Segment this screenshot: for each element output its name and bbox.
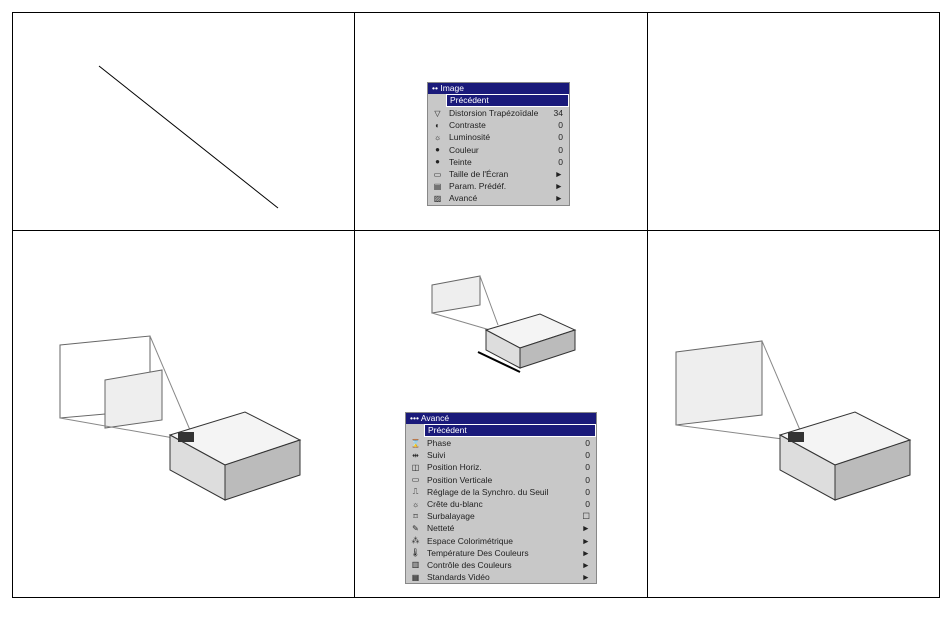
image-menu: •• Image Précédent ▽ Distorsion Trapézoïd… — [427, 82, 570, 206]
menu-item[interactable]: ⌛ Phase 0 — [406, 437, 596, 449]
menu-item[interactable]: ▭ Position Verticale 0 — [406, 474, 596, 486]
menu-item-label: Contraste — [449, 120, 486, 131]
screen-size-icon: ▭ — [433, 169, 442, 179]
menu-title: ••• Avancé — [406, 413, 596, 424]
menu-item-label: Luminosité — [449, 132, 491, 143]
menu-title: •• Image — [428, 83, 569, 94]
projector-illustration-distance — [431, 275, 577, 373]
vertical-position-icon: ▭ — [411, 475, 420, 485]
menu-item-value: ► — [581, 523, 590, 534]
menu-item-value: 0 — [585, 474, 590, 485]
horizontal-position-icon: ◫ — [411, 462, 420, 472]
back-menu-item[interactable]: Précédent — [424, 424, 596, 437]
brightness-icon: ☼ — [433, 132, 442, 142]
keystone-icon: ▽ — [434, 108, 441, 118]
menu-item-value: ► — [581, 535, 590, 546]
menu-item-value: ► — [581, 547, 590, 558]
projector-illustration-large-screen — [59, 335, 302, 501]
menu-item-value: 0 — [585, 486, 590, 497]
menu-item-value: 0 — [585, 438, 590, 449]
menu-item-value: 0 — [558, 120, 563, 131]
menu-item[interactable]: ▦ Standards Vidéo ► — [406, 571, 596, 583]
menu-item[interactable]: ☼ Crête du-blanc 0 — [406, 498, 596, 510]
tracking-icon: ⇹ — [412, 450, 419, 460]
menu-item-label: Distorsion Trapézoïdale — [449, 108, 539, 119]
sharpness-icon: ✎ — [412, 523, 419, 533]
color-space-icon: ⁂ — [411, 536, 420, 546]
menu-item[interactable]: ⁂ Espace Colorimétrique ► — [406, 535, 596, 547]
layout-table — [12, 12, 940, 598]
menu-item-label: Suivi — [427, 450, 446, 461]
menu-item[interactable]: ▤ Param. Prédéf. ► — [428, 180, 569, 192]
menu-item[interactable]: 🌡 Température Des Couleurs ► — [406, 547, 596, 559]
menu-item[interactable]: ● Teinte 0 — [428, 156, 569, 168]
menu-item[interactable]: ⌑ Surbalayage ☐ — [406, 510, 596, 522]
menu-item[interactable]: ▭ Taille de l'Écran ► — [428, 168, 569, 180]
sync-threshold-icon: ⎍ — [412, 487, 419, 497]
advanced-menu: ••• Avancé Précédent ⌛ Phase 0 ⇹ Suivi 0 ◫ Posi… — [405, 412, 597, 585]
menu-item-value: ► — [554, 193, 563, 204]
menu-item-label: Avancé — [449, 193, 478, 204]
menu-item-label: Standards Vidéo — [427, 572, 490, 583]
menu-item-value: ☐ — [582, 510, 590, 521]
menu-item-label: Taille de l'Écran — [449, 169, 509, 180]
menu-item-label: Crête du-blanc — [427, 499, 483, 510]
divider — [354, 13, 355, 597]
menu-item-label: Param. Prédéf. — [449, 181, 507, 192]
menu-item[interactable]: ▽ Distorsion Trapézoïdale 34 — [428, 107, 569, 119]
menu-item-value: ► — [581, 572, 590, 583]
color-temperature-icon: 🌡 — [410, 548, 421, 558]
video-standards-icon: ▦ — [411, 572, 420, 582]
back-menu-item[interactable]: Précédent — [446, 94, 569, 107]
menu-item-label: Réglage de la Synchro. du Seuil — [427, 486, 549, 497]
menu-item-label: Surbalayage — [427, 511, 475, 522]
menu-item-value: 0 — [585, 450, 590, 461]
divider — [13, 230, 939, 231]
menu-item[interactable]: ✎ Netteté ► — [406, 522, 596, 534]
menu-item-label: Netteté — [427, 523, 455, 534]
menu-item[interactable]: ⇹ Suivi 0 — [406, 449, 596, 461]
menu-item[interactable]: ▥ Contrôle des Couleurs ► — [406, 559, 596, 571]
contrast-icon: ◐ — [435, 120, 440, 130]
menu-item-label: Température Des Couleurs — [427, 547, 529, 558]
menu-item-label: Phase — [427, 438, 452, 449]
menu-item-value: 0 — [558, 144, 563, 155]
menu-item[interactable]: ◫ Position Horiz. 0 — [406, 461, 596, 473]
menu-item-label: Espace Colorimétrique — [427, 535, 513, 546]
tint-icon: ● — [435, 157, 440, 167]
menu-item[interactable]: ▨ Avancé ► — [428, 192, 569, 204]
menu-item[interactable]: ☼ Luminosité 0 — [428, 131, 569, 143]
menu-item-label: Contrôle des Couleurs — [427, 559, 512, 570]
menu-item-label: Position Horiz. — [427, 462, 482, 473]
menu-item[interactable]: ● Couleur 0 — [428, 144, 569, 156]
menu-item-value: ► — [554, 181, 563, 192]
menu-item-value: ► — [554, 169, 563, 180]
advanced-icon: ▨ — [433, 193, 442, 203]
menu-item-label: Position Verticale — [427, 474, 493, 485]
menu-item[interactable]: ◐ Contraste 0 — [428, 119, 569, 131]
phase-icon: ⌛ — [410, 438, 421, 448]
menu-item-value: 0 — [558, 132, 563, 143]
menu-item-value: 0 — [585, 499, 590, 510]
white-peak-icon: ☼ — [411, 499, 420, 509]
menu-item-value: ► — [581, 559, 590, 570]
menu-item-value: 34 — [553, 108, 563, 119]
projector-illustration-small-screen — [675, 340, 912, 501]
color-control-icon: ▥ — [411, 560, 420, 570]
menu-item-label: Teinte — [449, 156, 472, 167]
menu-item-value: 0 — [585, 462, 590, 473]
keystone-line — [98, 65, 279, 209]
color-icon: ● — [435, 145, 440, 155]
divider — [647, 13, 648, 597]
move-arrow-icon — [477, 351, 521, 373]
menu-item-value: 0 — [558, 156, 563, 167]
menu-item[interactable]: ⎍ Réglage de la Synchro. du Seuil 0 — [406, 486, 596, 498]
menu-item-label: Couleur — [449, 144, 479, 155]
overscan-icon: ⌑ — [413, 511, 418, 521]
presets-icon: ▤ — [433, 181, 442, 191]
